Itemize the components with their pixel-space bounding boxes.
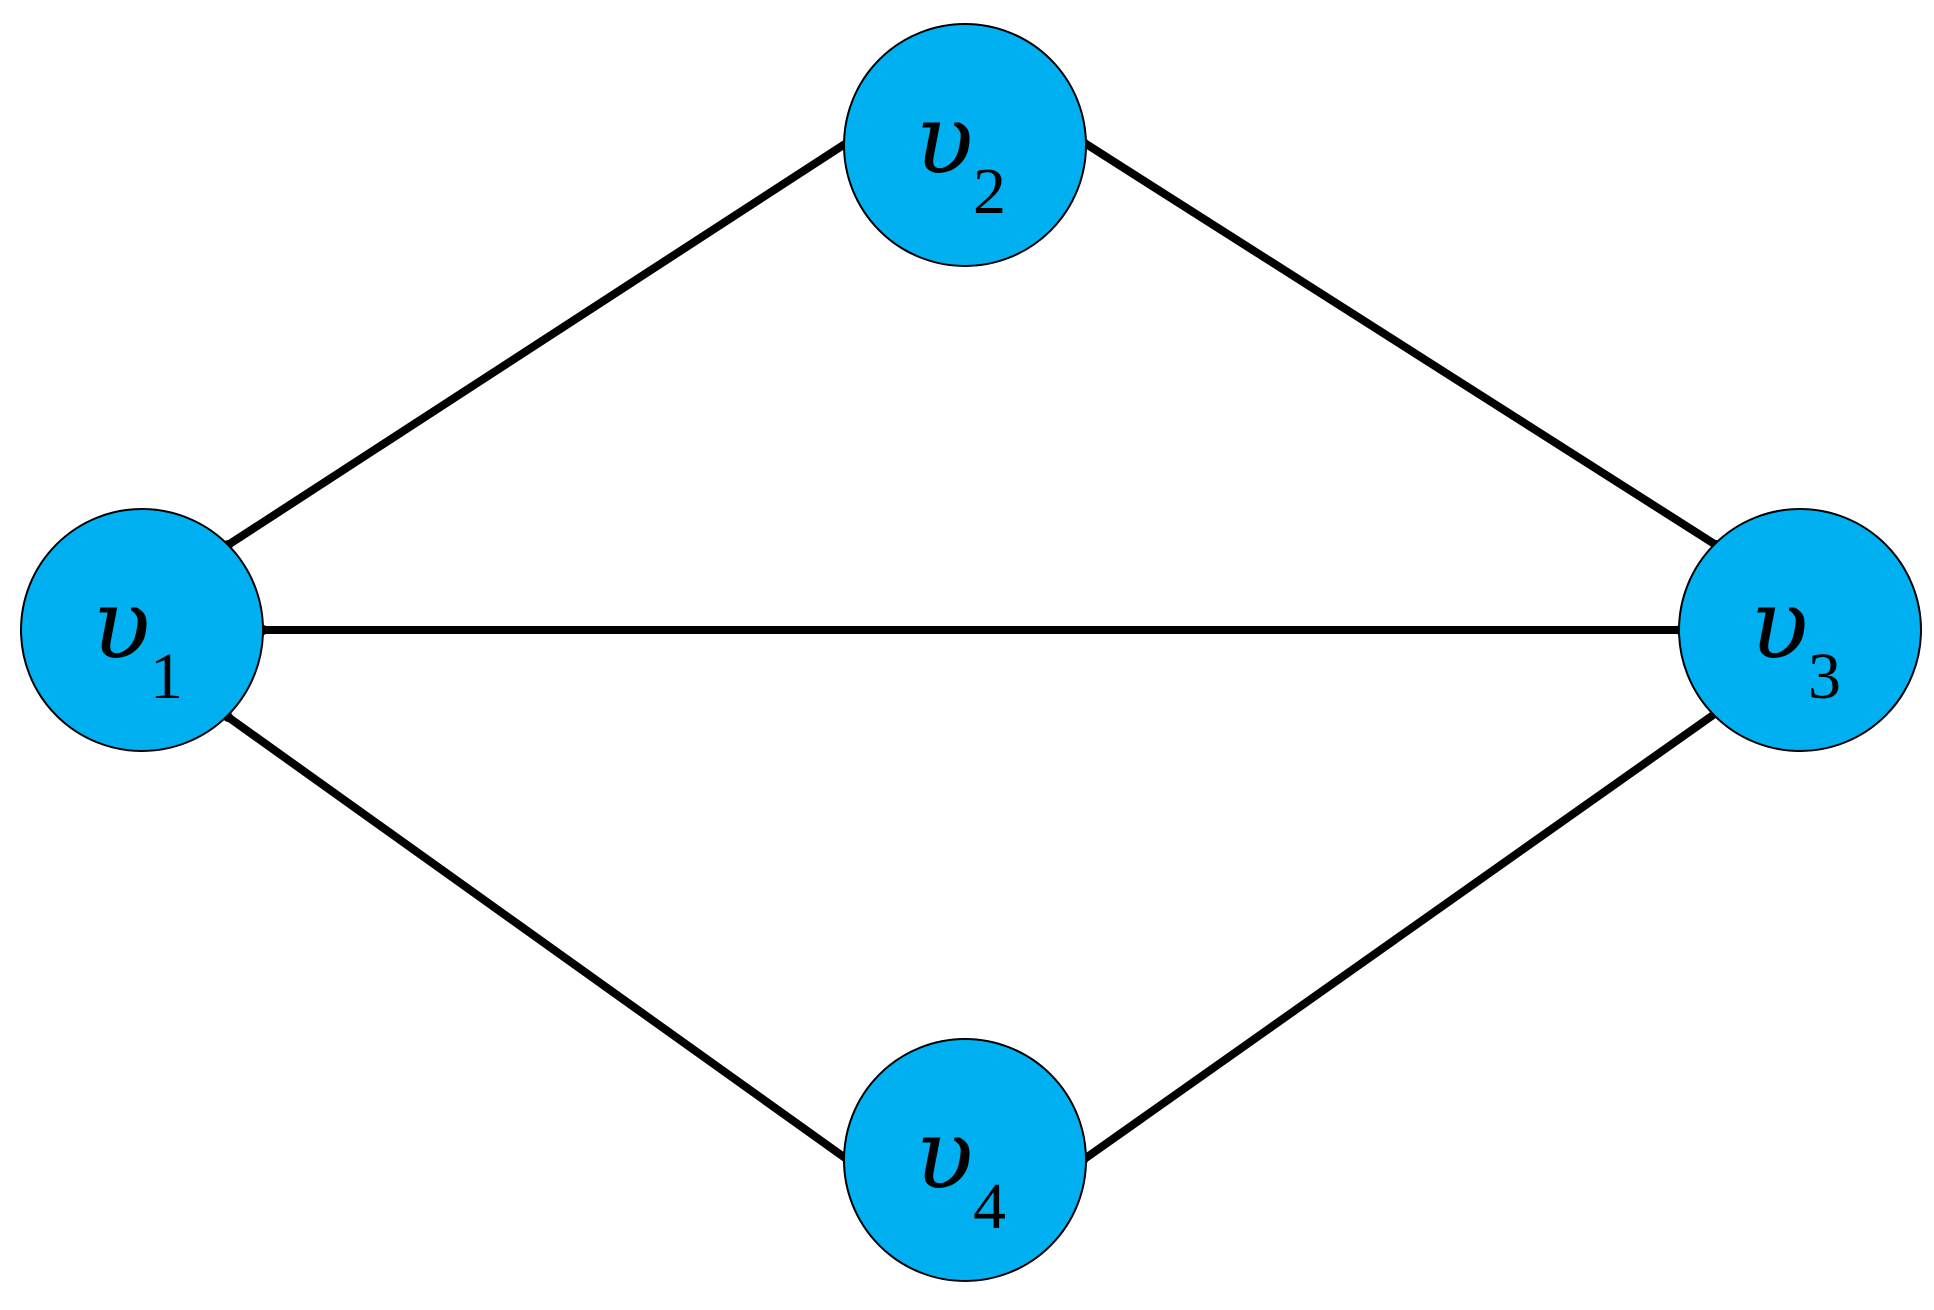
edge-v4-v3 [1079,709,1720,1164]
node-label-symbol: υ [1750,569,1808,681]
node-label-subscript: 2 [973,155,1006,228]
node-label-symbol: υ [92,569,150,681]
node-label-symbol: υ [915,84,973,196]
edge-v1-v4 [224,713,852,1164]
node-label-subscript: 1 [150,640,183,713]
node-circle [843,1038,1087,1282]
node-label-subscript: 4 [973,1170,1006,1243]
node-label-subscript: 3 [1808,640,1841,713]
node-label-symbol: υ [915,1099,973,1211]
edge-v1-v2 [224,138,852,549]
node-circle [843,23,1087,267]
edges-layer [223,137,1721,1165]
edge-v2-v3 [1079,138,1720,549]
node-circle [20,508,264,752]
node-circle [1678,508,1922,752]
